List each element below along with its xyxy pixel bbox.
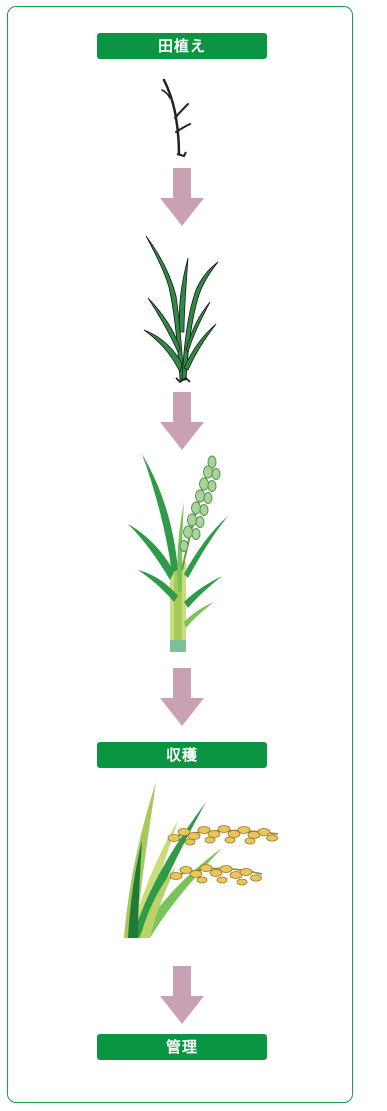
stage-label-harvest: 収穫 (97, 742, 267, 768)
down-arrow-icon (160, 668, 204, 726)
young-rice-plant-icon (140, 232, 222, 384)
stage-label-management: 管理 (97, 1034, 267, 1060)
ripe-rice-plant-icon (118, 778, 282, 942)
stage-label-planting: 田植え (97, 33, 267, 59)
down-arrow-icon (160, 966, 204, 1024)
seedling-icon (158, 78, 194, 160)
flowering-rice-plant-icon (126, 452, 230, 654)
down-arrow-icon (160, 392, 204, 450)
down-arrow-icon (160, 168, 204, 226)
